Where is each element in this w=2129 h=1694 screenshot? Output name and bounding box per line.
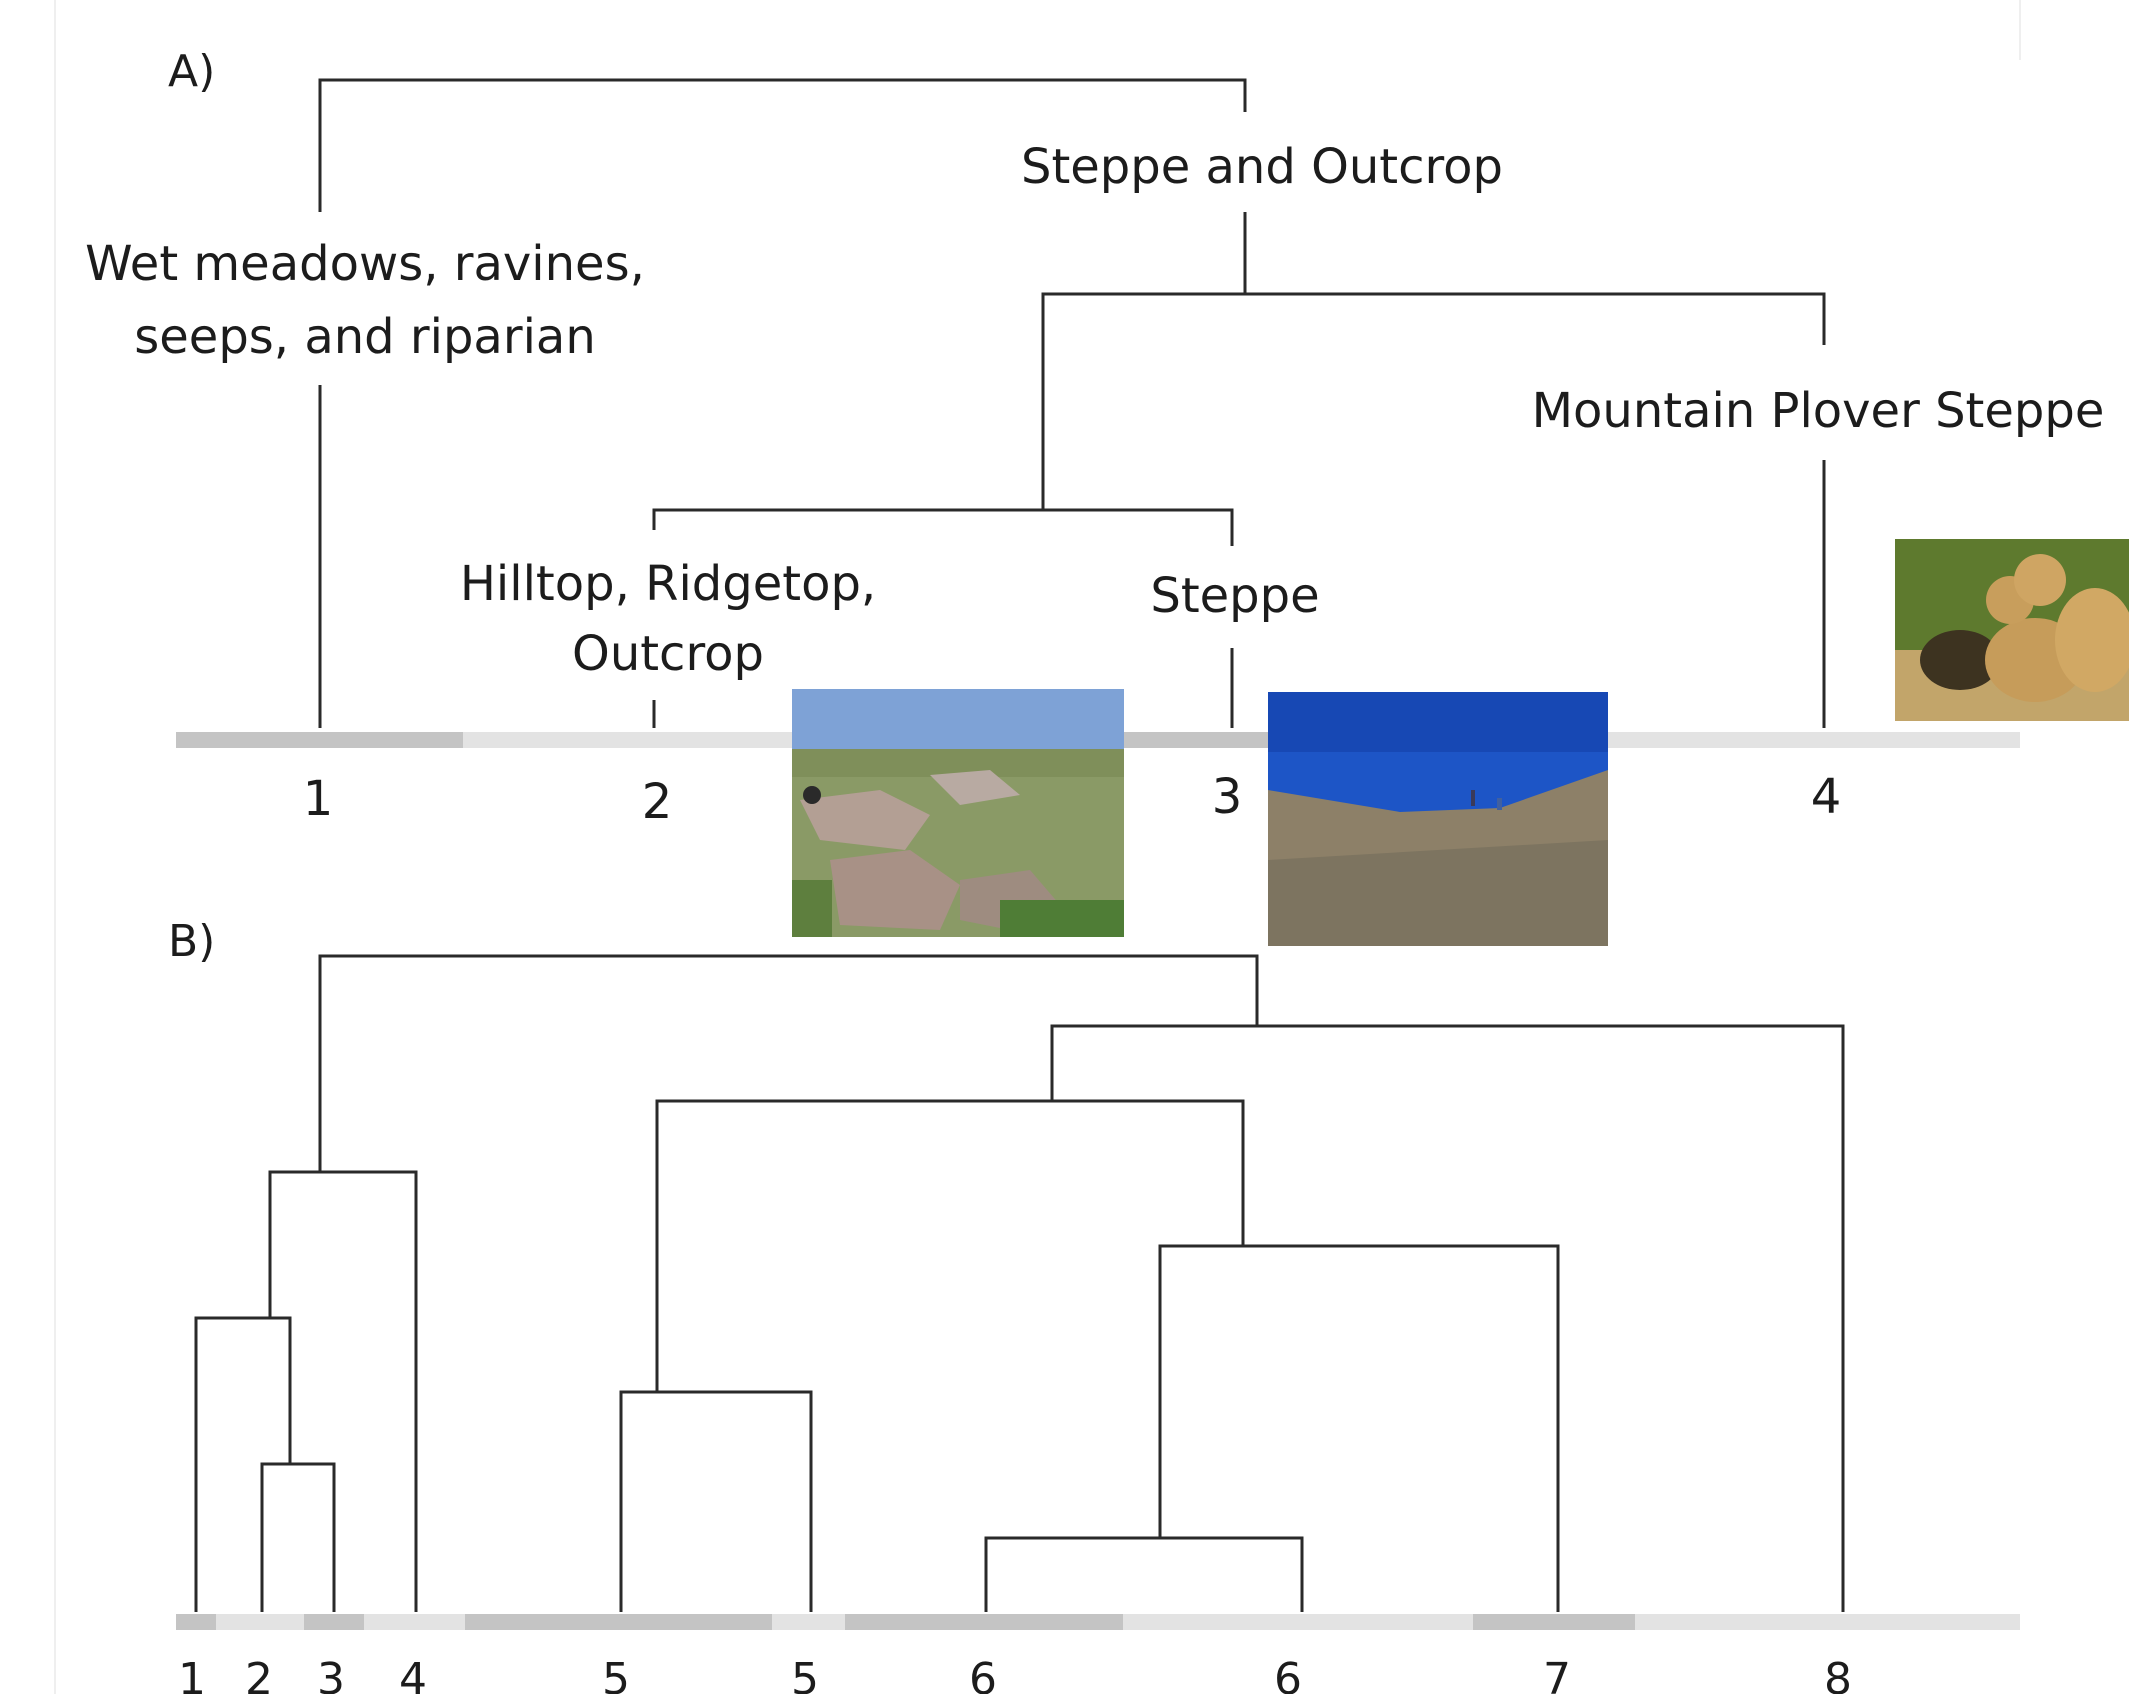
panel-b-label: B) xyxy=(168,916,215,967)
panel-b-axis-bar xyxy=(176,1614,2020,1630)
clade-label-wet-line-1: Wet meadows, ravines, xyxy=(85,236,645,292)
panel-b-leaf-label: 5 xyxy=(602,1654,630,1694)
root-link xyxy=(318,954,1259,1172)
axis-bar-segment xyxy=(1473,1614,1635,1630)
panel-a: A) Steppe and Outcrop Wet meadows, ravin… xyxy=(85,46,2129,946)
axis-bar-segment xyxy=(465,1614,772,1630)
clade-label-steppe-and-outcrop: Steppe and Outcrop xyxy=(1021,139,1503,195)
clade-label-hilltop-line-1: Hilltop, Ridgetop, xyxy=(460,556,876,612)
steppe-photo xyxy=(1268,692,1608,946)
panel-b-tree xyxy=(194,954,1845,1612)
panel-b: B) 1 2 3 4 5 5 6 6 xyxy=(168,916,2020,1694)
scan-edges xyxy=(54,0,2021,1694)
panel-b-leaf-label: 2 xyxy=(245,1654,273,1694)
panel-b-leaf-label: 4 xyxy=(399,1654,427,1694)
axis-bar-segment xyxy=(845,1614,1123,1630)
panel-b-leaf-label: 1 xyxy=(178,1654,206,1694)
clade-label-wet-line-2: seeps, and riparian xyxy=(134,309,595,365)
outcrop-photo xyxy=(792,689,1124,937)
axis-bar-segment xyxy=(304,1614,364,1630)
panel-a-tree xyxy=(318,78,1826,728)
panel-b-leaf-label: 8 xyxy=(1824,1654,1852,1694)
clade-label-steppe: Steppe xyxy=(1150,568,1319,624)
axis-bar-segment xyxy=(176,1614,216,1630)
clade-label-mountain-plover-steppe: Mountain Plover Steppe xyxy=(1532,383,2105,439)
panel-a-leaf-label: 1 xyxy=(303,771,334,827)
steppe-outcrop-link xyxy=(1041,292,1826,510)
leaf-6-7-link xyxy=(1158,1244,1560,1612)
panel-a-label: A) xyxy=(168,46,215,97)
right-group-link xyxy=(1050,1024,1845,1612)
panel-a-leaf-label: 4 xyxy=(1811,769,1842,825)
panel-b-leaf-label: 6 xyxy=(1274,1654,1302,1694)
left-group-link xyxy=(268,1170,418,1612)
panel-b-leaf-label: 3 xyxy=(317,1654,345,1694)
panel-b-leaf-label: 6 xyxy=(969,1654,997,1694)
axis-bar-segment-3 xyxy=(1120,732,1270,748)
panel-a-leaf-label: 3 xyxy=(1212,769,1243,825)
panel-b-leaf-label: 7 xyxy=(1543,1654,1571,1694)
panel-b-leaf-labels: 1 2 3 4 5 5 6 6 7 8 xyxy=(178,1654,1852,1694)
leaf-2-3-link xyxy=(260,1462,336,1612)
panel-b-leaf-label: 5 xyxy=(791,1654,819,1694)
leaf-5-link xyxy=(619,1390,813,1612)
root-link xyxy=(318,78,1247,212)
leaf-1-link xyxy=(194,1316,292,1612)
panel-a-leaf-label: 2 xyxy=(642,774,673,830)
hilltop-steppe-link xyxy=(652,508,1234,546)
clade-label-hilltop-line-2: Outcrop xyxy=(572,626,764,682)
prairie-dog-photo xyxy=(1895,539,2129,721)
mid-group-link xyxy=(655,1099,1245,1392)
leaf-6-link xyxy=(984,1536,1304,1612)
axis-bar-segment-1 xyxy=(176,732,463,748)
